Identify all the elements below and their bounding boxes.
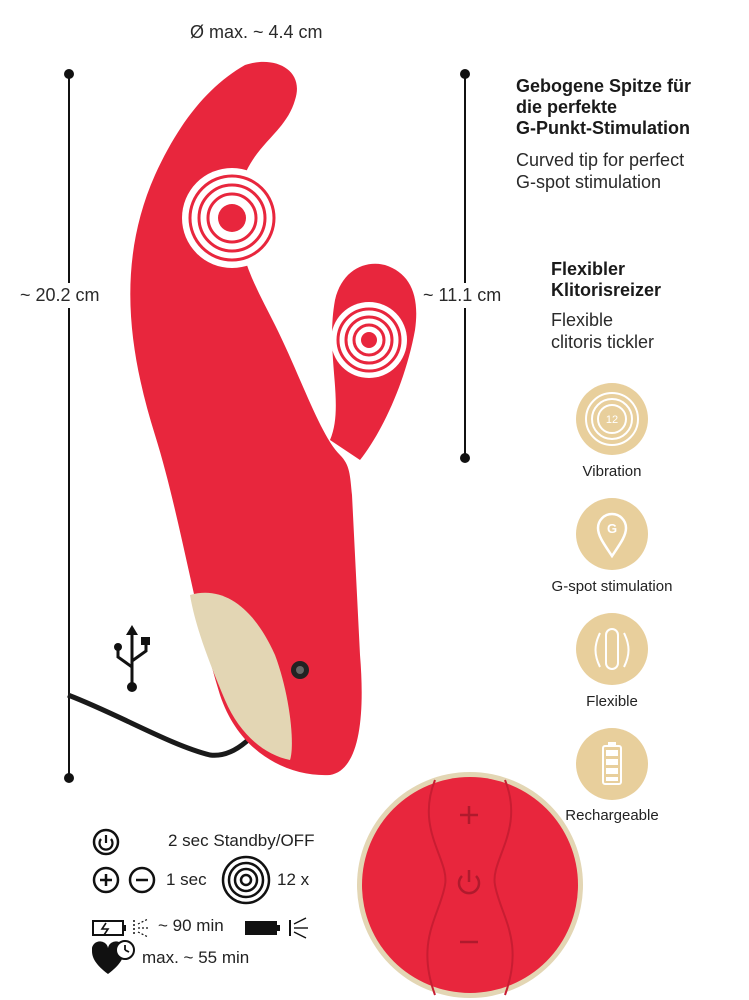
power-icon <box>457 870 481 895</box>
full-battery-icon <box>245 917 308 939</box>
dim-left-bottom-dot <box>64 773 74 783</box>
feature-label-rechargeable: Rechargeable <box>565 807 659 824</box>
run-time-text: max. ~ 55 min <box>142 948 250 967</box>
callout-tip-en-2: G-spot stimulation <box>516 172 662 192</box>
power-button-icon <box>92 828 120 856</box>
plus-icon <box>460 806 478 824</box>
vibration-modes-icon <box>221 855 271 905</box>
length-total-label: ~ 20.2 cm <box>20 283 100 308</box>
feature-label-vibration: Vibration <box>582 463 642 480</box>
callout-clit-de-1: Flexibler <box>551 259 626 279</box>
callout-clit: Flexibler Klitorisreizer Flexible clitor… <box>551 259 741 353</box>
mode-count-text: 12 x <box>277 870 310 889</box>
standby-text: 2 sec Standby/OFF <box>168 831 315 850</box>
heart-clock-icon <box>92 940 135 974</box>
dim-right-line <box>464 74 466 458</box>
svg-text:G: G <box>607 521 617 536</box>
vibration-rings-tip <box>182 168 282 268</box>
flexible-icon <box>576 613 648 685</box>
callout-tip-de-3: G-Punkt-Stimulation <box>516 118 690 138</box>
dim-left-line <box>68 74 70 778</box>
control-panel-closeup <box>357 772 583 998</box>
gold-handle <box>190 592 292 760</box>
plus-button-icon <box>92 866 120 894</box>
callout-clit-en-1: Flexible <box>551 310 614 330</box>
low-battery-icon <box>92 918 150 938</box>
vibration-rings-tickler <box>331 302 407 378</box>
diameter-label: Ø max. ~ 4.4 cm <box>190 22 323 42</box>
feature-label-flexible: Flexible <box>586 693 638 710</box>
minus-button-icon <box>128 866 156 894</box>
callout-tip-de-2: die perfekte <box>516 97 618 117</box>
callout-tip-de-1: Gebogene Spitze für <box>516 76 692 96</box>
vibration-12-icon: 12 <box>576 383 648 455</box>
callout-clit-en-2: clitoris tickler <box>551 332 655 352</box>
battery-icon <box>576 728 648 800</box>
mode-time-text: 1 sec <box>166 870 207 889</box>
callout-clit-de-2: Klitorisreizer <box>551 280 662 300</box>
usb-icon <box>114 625 150 692</box>
feature-label-gspot: G-spot stimulation <box>551 578 673 595</box>
length-tickler-label: ~ 11.1 cm <box>423 283 502 308</box>
charge-time-text: ~ 90 min <box>158 916 224 935</box>
dim-right-bottom-dot <box>460 453 470 463</box>
callout-tip: Gebogene Spitze für die perfekte G-Punkt… <box>516 76 746 193</box>
callout-tip-en-1: Curved tip for perfect <box>516 150 685 170</box>
product-illustration <box>67 61 417 776</box>
g-spot-pin-icon: G <box>576 498 648 570</box>
svg-text:12: 12 <box>606 414 618 426</box>
